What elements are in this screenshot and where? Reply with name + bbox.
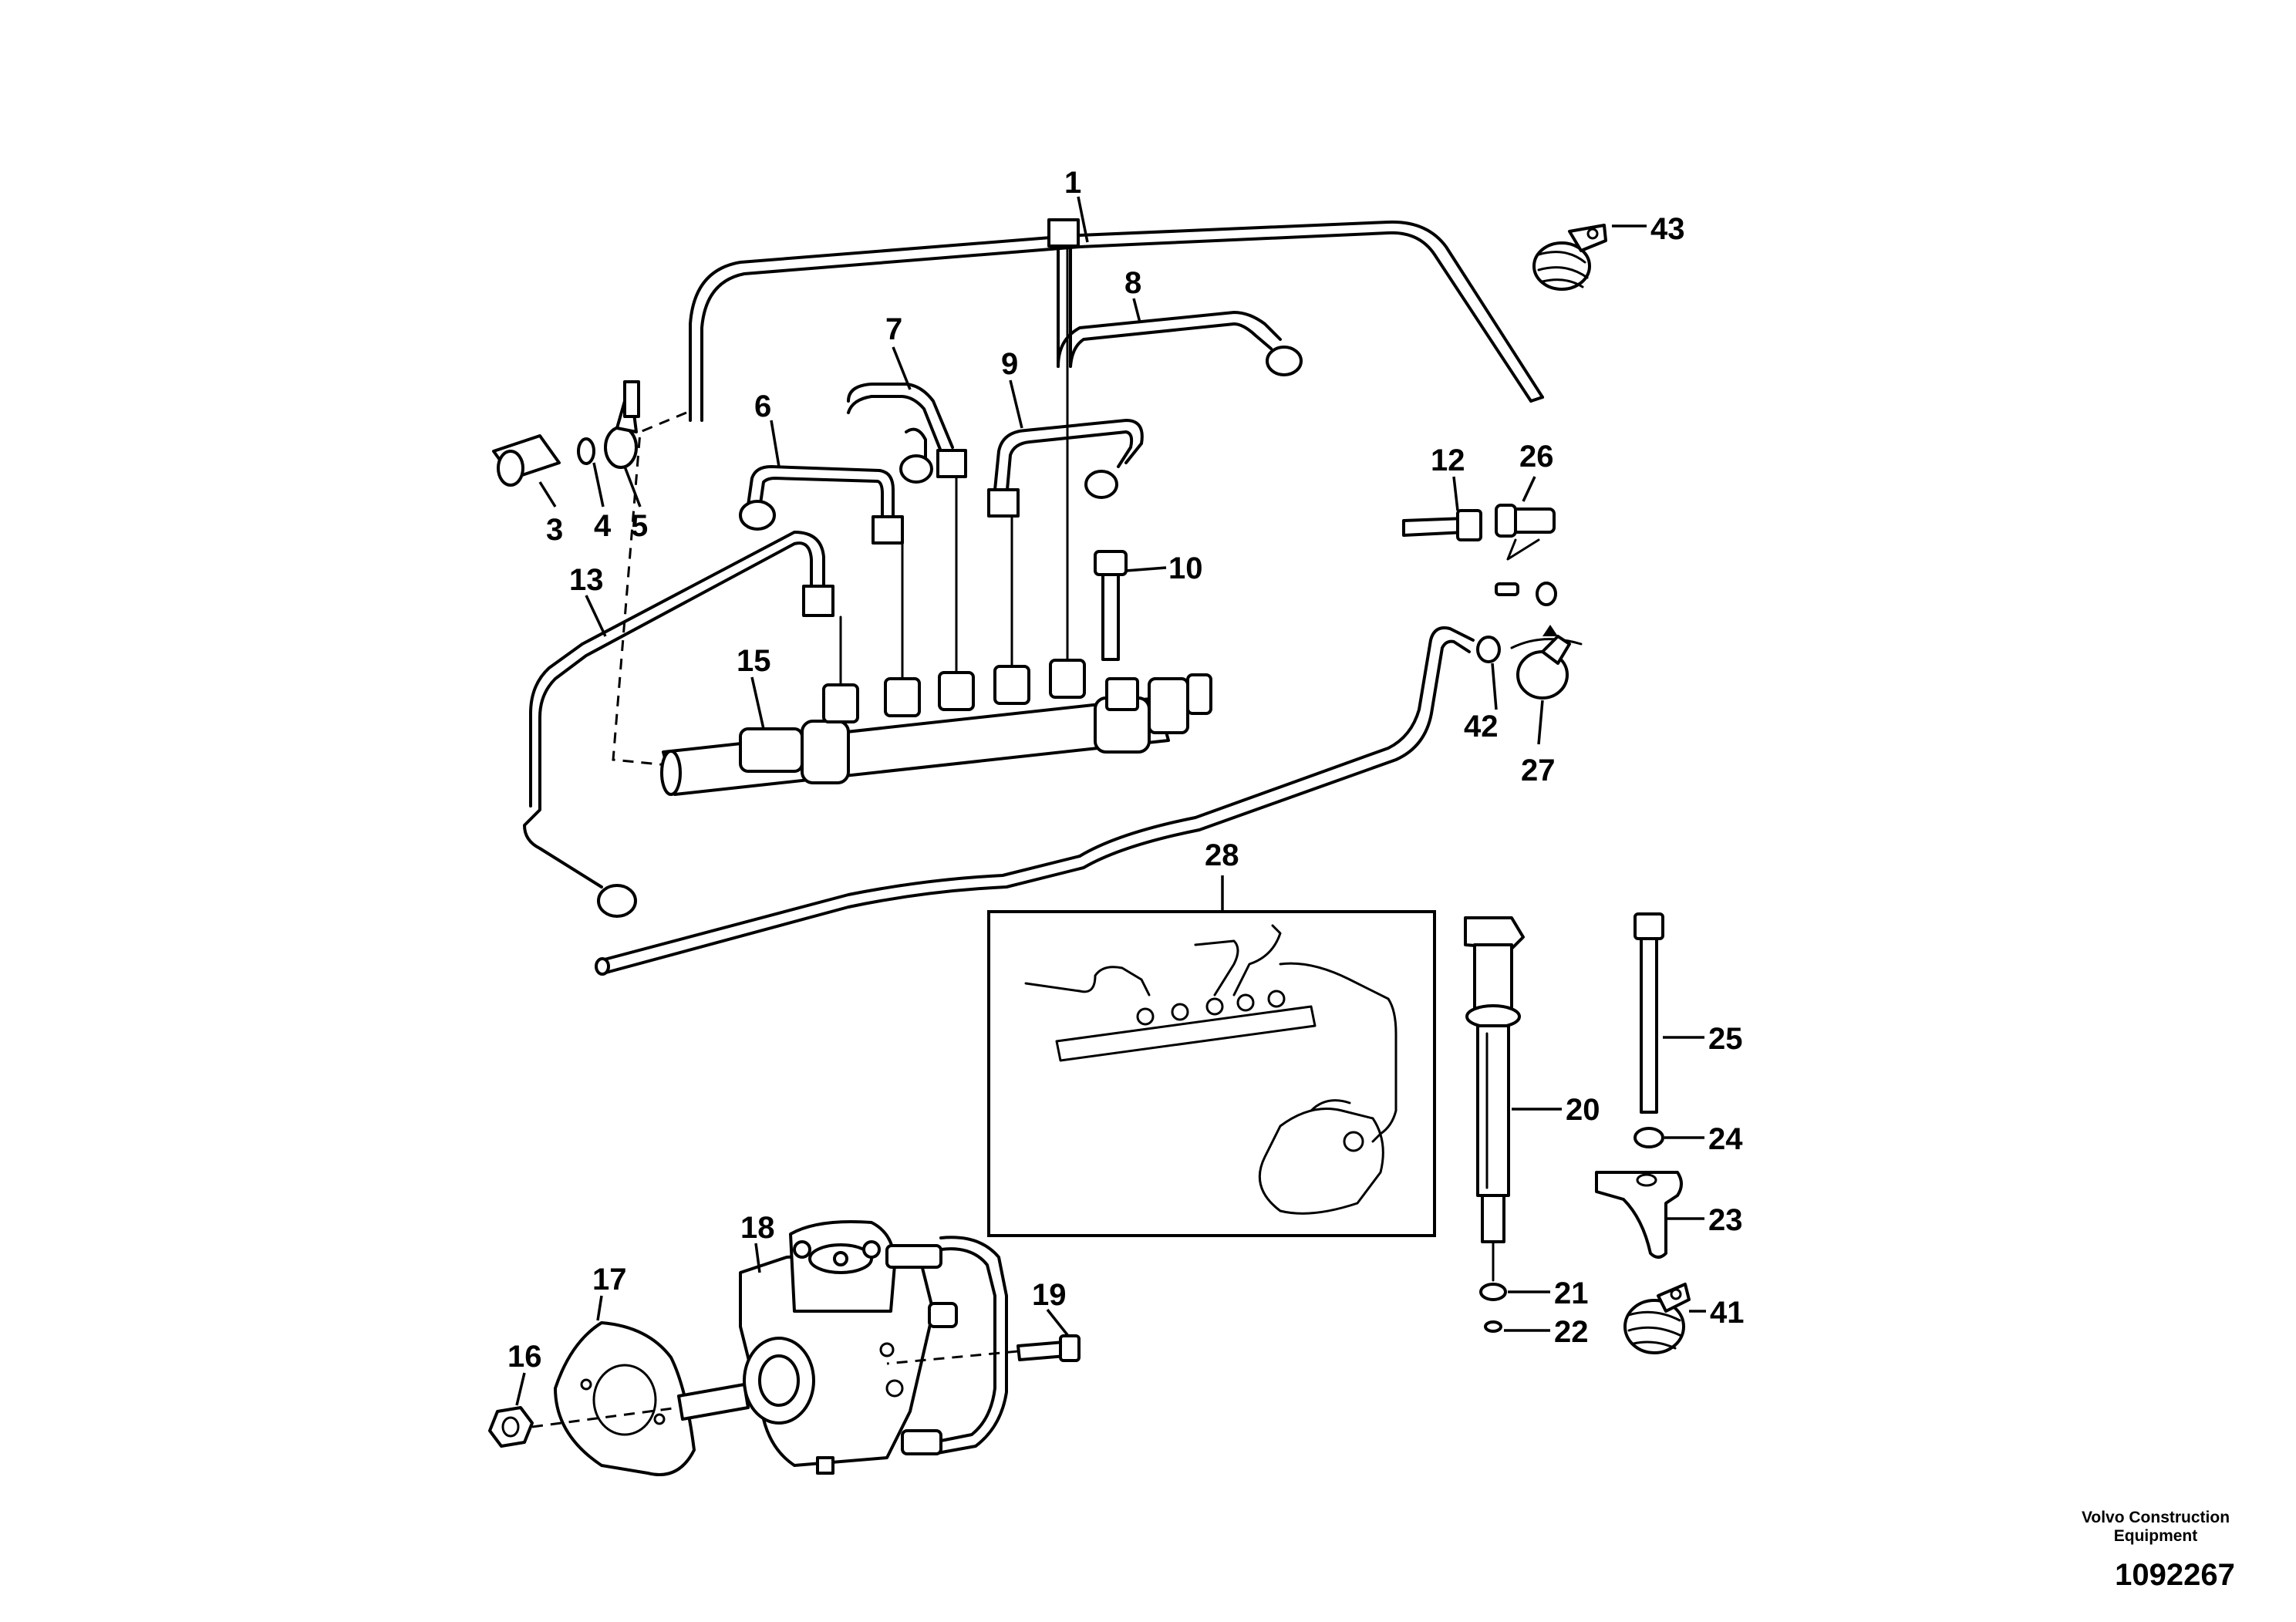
callout-13: 13 xyxy=(569,563,604,597)
part-3-banjo-bolt xyxy=(492,434,561,487)
callout-26: 26 xyxy=(1519,440,1554,474)
part-13-pipe xyxy=(523,531,834,918)
part-20-injector xyxy=(1464,916,1525,1282)
inset-frame xyxy=(987,910,1436,1237)
callout-27: 27 xyxy=(1521,754,1556,787)
callout-6: 6 xyxy=(754,389,771,423)
assembly-line-26 xyxy=(1506,538,1540,561)
callout-8: 8 xyxy=(1124,266,1141,300)
small-nut xyxy=(1536,582,1557,606)
part-22-seal xyxy=(1484,1320,1502,1333)
part-41-clip xyxy=(1623,1283,1691,1354)
part-16-nut xyxy=(488,1406,534,1448)
callout-17: 17 xyxy=(592,1263,627,1297)
part-18-high-pressure-pump xyxy=(739,1220,1008,1475)
callout-43: 43 xyxy=(1650,212,1685,246)
part-10-bolt xyxy=(1094,550,1128,661)
part-7-injector-pipe xyxy=(847,383,967,484)
part-27-clamp xyxy=(1510,625,1583,700)
assembly-line-left xyxy=(612,411,687,767)
part-28-inset xyxy=(987,910,1436,1237)
part-19-bolt xyxy=(886,1334,1081,1365)
callout-23: 23 xyxy=(1708,1203,1743,1237)
return-line-pipe xyxy=(595,626,1475,976)
part-6-injector-pipe xyxy=(739,465,904,545)
callout-12: 12 xyxy=(1431,443,1465,477)
part-8-injector-pipe xyxy=(1047,218,1303,376)
callout-42: 42 xyxy=(1464,710,1499,744)
part-5-banjo-fitting xyxy=(604,380,640,469)
part-4-washer xyxy=(577,437,595,465)
part-42-washer xyxy=(1476,636,1501,663)
callout-labels: 1 3 4 5 6 7 8 9 10 12 13 15 16 17 18 19 … xyxy=(507,166,1745,1374)
organization-line-2: Equipment xyxy=(2113,1527,2198,1545)
callout-19: 19 xyxy=(1032,1278,1067,1312)
part-43-clamp xyxy=(1532,224,1607,291)
part-9-injector-pipe xyxy=(987,419,1144,518)
callout-22: 22 xyxy=(1554,1315,1589,1349)
pump-shaft xyxy=(531,1383,750,1428)
callout-25: 25 xyxy=(1708,1022,1743,1056)
callout-1: 1 xyxy=(1064,166,1081,200)
callout-28: 28 xyxy=(1205,838,1239,872)
callout-3: 3 xyxy=(546,513,563,547)
callout-24: 24 xyxy=(1708,1122,1743,1156)
part-25-bolt xyxy=(1633,912,1664,1114)
part-17-gasket xyxy=(554,1321,696,1476)
callout-21: 21 xyxy=(1554,1276,1589,1310)
part-21-seal xyxy=(1479,1283,1507,1301)
callout-10: 10 xyxy=(1168,551,1203,585)
part-23-clamp xyxy=(1595,1171,1683,1259)
callout-41: 41 xyxy=(1710,1296,1745,1330)
part-15-common-rail xyxy=(660,245,1212,796)
callout-15: 15 xyxy=(737,644,771,678)
callout-7: 7 xyxy=(885,312,902,346)
drawing-number: 1092267 xyxy=(2115,1558,2235,1592)
callout-9: 9 xyxy=(1001,347,1018,381)
callout-20: 20 xyxy=(1566,1093,1600,1127)
organization-line-1: Volvo Construction xyxy=(2081,1509,2230,1526)
callout-4: 4 xyxy=(594,509,612,543)
part-24-washer xyxy=(1633,1127,1664,1148)
callout-16: 16 xyxy=(507,1340,542,1374)
organization-label: Volvo Construction Equipment xyxy=(2025,1509,2287,1546)
leader-lines xyxy=(515,196,1706,1406)
small-bolt xyxy=(1495,582,1519,596)
part-1-return-pipe xyxy=(689,220,1544,422)
part-26-bolt xyxy=(1495,504,1556,538)
callout-5: 5 xyxy=(631,509,648,543)
callout-18: 18 xyxy=(740,1211,775,1245)
part-12-bolt xyxy=(1402,509,1482,541)
